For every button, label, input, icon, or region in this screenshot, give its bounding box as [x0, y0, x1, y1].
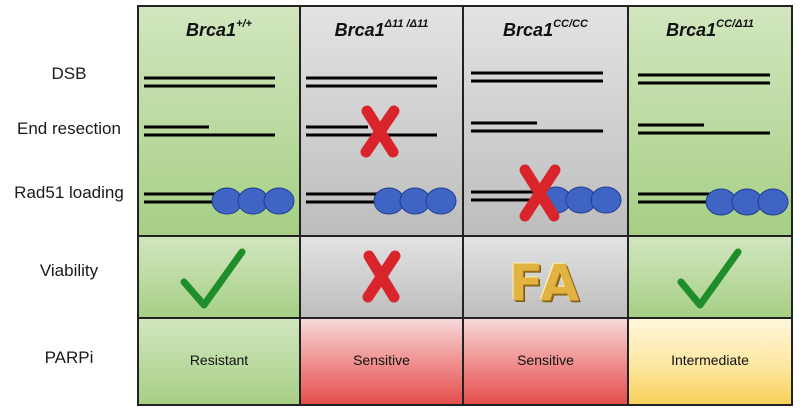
dsb-ends [306, 76, 437, 88]
col4-mechanism-cell: Brca1CC/Δ11 [628, 6, 792, 236]
col1-header: Brca1+/+ [186, 18, 252, 40]
col3-mechanism-cell: Brca1CC/CC [463, 6, 628, 236]
rad51-filament [144, 187, 295, 215]
col2-header: Brca1Δ11 /Δ11 [334, 18, 429, 40]
col1-viability-cell [138, 236, 300, 318]
grid-divider-row [138, 235, 793, 237]
col1-dna-diagram [144, 76, 295, 215]
check-icon [677, 248, 742, 309]
col1-parpi-cell: Resistant [138, 318, 300, 405]
col1-mechanism-cell: Brca1+/+ [138, 6, 300, 236]
row-label-parpi: PARPi [44, 348, 94, 367]
col4-parpi-cell: Intermediate [628, 318, 792, 405]
grid-divider-col [299, 5, 301, 406]
grid-divider-row [138, 317, 793, 319]
col2-dna-diagram [306, 76, 457, 215]
row-label-rad51-loading: Rad51 loading [14, 183, 124, 202]
row-label-dsb: DSB [51, 64, 87, 83]
dsb-ends [638, 73, 770, 85]
grid-border-bottom [138, 404, 793, 406]
cross-icon [519, 164, 561, 222]
col2-mechanism-cell: Brca1Δ11 /Δ11 [300, 6, 463, 236]
resected-ends [144, 125, 275, 137]
parpi-intermediate: Intermediate [671, 352, 749, 368]
col4-viability-cell [628, 236, 792, 318]
grid-divider-col [627, 5, 629, 406]
grid-border-right [791, 5, 793, 406]
grid-divider-col [462, 5, 464, 406]
fanconi-anemia-label: FA [508, 254, 583, 312]
cross-icon [360, 105, 400, 158]
grid-border-top [138, 5, 793, 7]
rad51-protein [263, 187, 295, 215]
row-label-viability: Viability [39, 261, 99, 280]
col4-header: Brca1CC/Δ11 [666, 18, 754, 40]
parpi-resistant: Resistant [189, 352, 249, 368]
col4-dna-diagram [638, 73, 789, 216]
col3-parpi-cell: Sensitive [463, 318, 628, 405]
check-icon [180, 248, 246, 309]
col3-viability-cell: FA [463, 236, 628, 318]
rad51-protein [425, 187, 457, 215]
parpi-sensitive: Sensitive [517, 352, 574, 368]
row-label-end-resection: End resection [17, 119, 121, 138]
col2-viability-cell [300, 236, 463, 318]
cross-icon [362, 250, 401, 303]
rad51-protein [590, 186, 622, 214]
rad51-filament [638, 188, 789, 216]
parpi-sensitive: Sensitive [353, 352, 410, 368]
dsb-ends [144, 76, 275, 88]
col3-dna-diagram [471, 71, 622, 222]
rad51-filament [306, 187, 457, 215]
resected-ends [638, 123, 770, 135]
dsb-ends [471, 71, 603, 83]
col2-parpi-cell: Sensitive [300, 318, 463, 405]
col3-header: Brca1CC/CC [503, 18, 588, 40]
resected-ends [471, 121, 603, 133]
rad51-protein [757, 188, 789, 216]
grid-border-left [137, 5, 139, 406]
